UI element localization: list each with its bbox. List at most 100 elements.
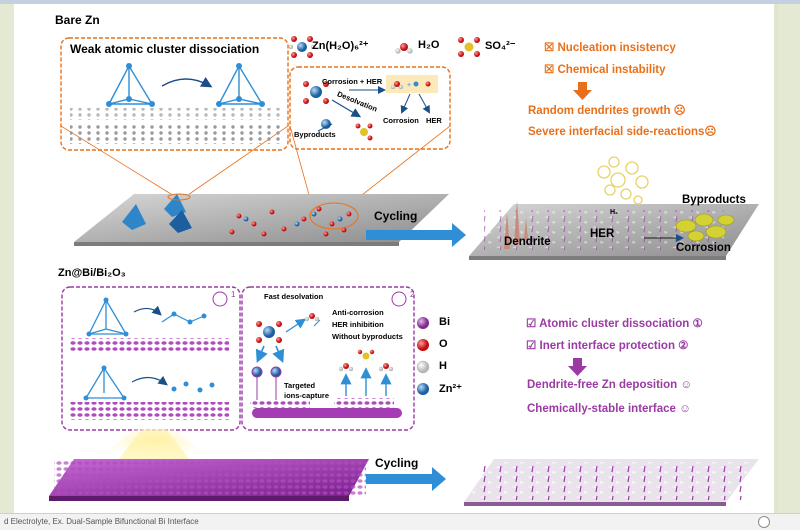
h2-bubbles <box>597 156 649 205</box>
cycling-arrow-top <box>366 223 466 247</box>
page-margin-left <box>0 4 14 514</box>
water-molecules-bi <box>338 349 394 372</box>
status-bar: d Electrolyte, Ex. Dual-Sample Bifunctio… <box>0 513 800 530</box>
circle-number-1-label: 1 <box>231 290 236 299</box>
targeted-label: Targeted <box>284 381 316 390</box>
capture-lines <box>256 377 277 400</box>
svg-text:+: + <box>407 82 411 89</box>
legend-h2o: H₂O <box>418 39 440 51</box>
dendrite-label: Dendrite <box>504 236 551 248</box>
legend-bi: Bi <box>439 316 450 328</box>
zoom-circle-right <box>309 202 359 230</box>
tetrahedral-cluster-right <box>216 63 265 107</box>
zoom-circle-left <box>167 193 191 201</box>
bi-surface-dots <box>250 400 310 408</box>
bare-zn-plate-edge <box>74 242 399 246</box>
mechanism-box <box>289 66 451 150</box>
issue-instability: ☒ Chemical instability <box>544 64 666 76</box>
cycled-plate-edge <box>469 256 726 260</box>
zn-bi-plate-edge <box>49 496 349 501</box>
cycling-label-top: Cycling <box>374 209 418 223</box>
legend-zn2: Zn²⁺ <box>439 383 462 395</box>
cycling-arrow-bottom <box>366 467 446 491</box>
result-dendrites: Random dendrites growth ☹ <box>528 105 686 117</box>
issue-nucleation: ☒ Nucleation insistency <box>544 42 676 54</box>
h-atom-icon <box>416 360 430 374</box>
page-margin-right <box>778 4 800 514</box>
corrosion-her-label: Corrosion + HER <box>322 77 383 86</box>
legend-o: O <box>439 338 448 350</box>
legend-so4: SO₄²⁻ <box>485 40 516 52</box>
corrosion-arrow <box>400 93 411 114</box>
desolvation-arrow <box>331 99 362 118</box>
solvated-ions-on-plate <box>229 206 352 237</box>
bi-lattice-dots <box>69 402 229 420</box>
captured-zn-ion <box>270 366 282 378</box>
bi-interface-layer <box>252 408 402 418</box>
zn-lattice-dots <box>70 108 280 120</box>
status-text: d Electrolyte, Ex. Dual-Sample Bifunctio… <box>4 517 199 526</box>
callout-line <box>289 125 312 203</box>
ion-down-arrow <box>255 345 268 363</box>
cycled-plate-edge <box>464 502 726 506</box>
window-top-bar <box>0 0 800 4</box>
dissociation-arrow-bi <box>133 305 162 316</box>
down-arrow-icon <box>578 82 587 90</box>
zn-bi-title: Zn@Bi/Bi₂O₃ <box>58 267 126 279</box>
mechanism-box-bi <box>241 286 415 431</box>
feature-interface-protection: ☑ Inert interface protection ② <box>526 340 689 352</box>
her-label: HER <box>590 228 615 240</box>
h2o-her-highlight <box>386 75 438 93</box>
result-dendrite-free: Dendrite-free Zn deposition ☺ <box>527 379 693 391</box>
solvated-zn-bi <box>256 321 282 343</box>
dissociation-arrow <box>161 76 213 88</box>
corrosion-label: Corrosion <box>676 242 731 254</box>
circle-number-2 <box>391 291 407 307</box>
circle-number-1 <box>212 291 228 307</box>
h2-label: H₂ <box>610 209 619 216</box>
water-molecule-icon <box>395 43 413 54</box>
byproduct-cluster <box>355 123 373 141</box>
sulfate-icon <box>458 37 480 57</box>
bi-lattice-dots <box>69 338 229 352</box>
solvated-zn-cluster <box>303 81 329 104</box>
down-arrow-icon-purple <box>568 366 587 376</box>
bare-zn-title: Bare Zn <box>55 13 100 27</box>
light-glow-core <box>119 429 189 459</box>
figure-graphics: + <box>49 36 759 506</box>
figure-panel: + <box>14 4 774 514</box>
zoom-circle-icon[interactable] <box>758 516 770 528</box>
cycled-plate-texture <box>472 462 752 500</box>
byproducts-label: Byproducts <box>682 194 746 206</box>
her-inhibition-label: HER inhibition <box>332 320 384 329</box>
zn-ions-on-plate <box>243 211 343 227</box>
zn-ion-icon <box>417 383 429 395</box>
cluster-dissociation-box-bi <box>61 286 241 431</box>
cycling-label-bottom: Cycling <box>375 456 419 470</box>
bi-surface-dots <box>334 398 394 408</box>
byproducts-label-small: Byproducts <box>294 130 336 139</box>
circle-number-2-label: 2 <box>410 290 415 299</box>
zn-lattice-dots <box>70 124 280 144</box>
fast-desolvation-label: Fast desolvation <box>264 292 324 301</box>
result-stable-interface: Chemically-stable interface ☺ <box>527 403 691 415</box>
dendrite-spikes <box>504 200 528 249</box>
byproduct-arrow <box>317 123 333 132</box>
cluster-dissociation-upper <box>86 297 207 337</box>
water-split-icon: + <box>390 81 431 90</box>
ion-down-arrow <box>272 345 285 363</box>
anti-corrosion-label: Anti-corrosion <box>332 308 384 317</box>
ions-capture-label: ions-capture <box>284 391 330 400</box>
cluster-dissociation-label: Weak atomic cluster dissociation <box>70 42 260 56</box>
cluster-dissociation-box <box>60 37 289 151</box>
down-arrow-icon <box>573 90 592 100</box>
release-arrow <box>313 319 321 327</box>
o-atom-icon <box>417 339 429 351</box>
zn-ion <box>321 119 331 129</box>
cluster-dissociation-lower <box>83 365 215 401</box>
her-arrow <box>418 93 430 114</box>
result-side-reactions: Severe interfacial side-reactions☹ <box>528 126 717 138</box>
zn-h2o6-icon <box>288 36 316 58</box>
without-byproducts-label: Without byproducts <box>332 332 403 341</box>
legend-h: H <box>439 360 447 372</box>
